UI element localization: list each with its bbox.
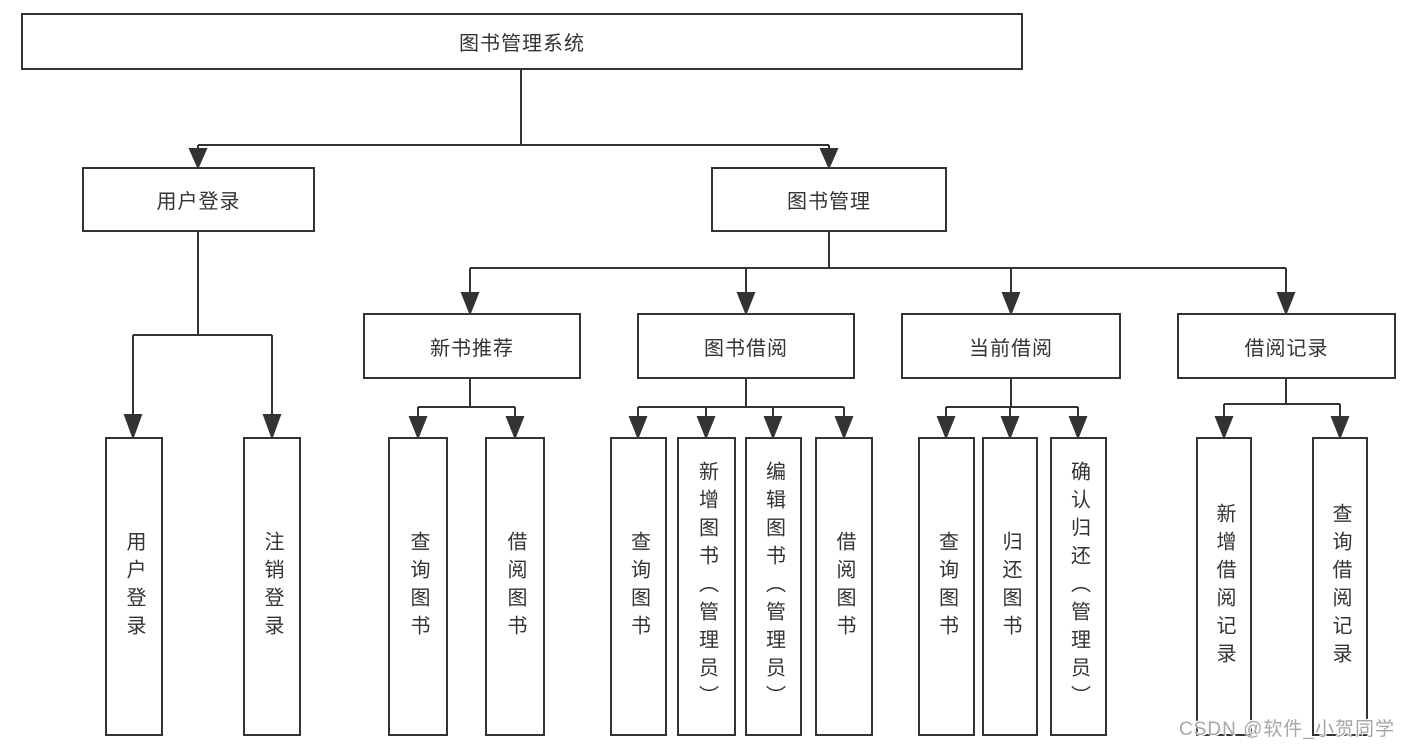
connector-new-book-recommend-children xyxy=(408,379,525,440)
arrowhead xyxy=(1068,416,1088,440)
connector-borrow-records-children xyxy=(1214,379,1350,440)
arrowhead xyxy=(262,414,282,440)
leaf-query-borrow-record: 查询借阅记录 xyxy=(1312,437,1368,736)
node-book-management: 图书管理 xyxy=(711,167,947,232)
leaf-confirm-return-admin: 确认归还（管理员） xyxy=(1050,437,1107,736)
arrowhead xyxy=(460,292,480,316)
leaf-borrow-books-recommend: 借阅图书 xyxy=(485,437,545,736)
node-book-borrowing: 图书借阅 xyxy=(637,313,855,379)
arrowhead xyxy=(505,416,525,440)
arrowhead xyxy=(1214,416,1234,440)
leaf-query-books-borrowing: 查询图书 xyxy=(610,437,667,736)
leaf-edit-book-admin: 编辑图书（管理员） xyxy=(745,437,802,736)
connector-book-borrowing-children xyxy=(628,379,854,440)
connector-book-management-children xyxy=(460,232,1296,316)
arrowhead xyxy=(1001,292,1021,316)
leaf-add-book-admin: 新增图书（管理员） xyxy=(677,437,736,736)
node-root: 图书管理系统 xyxy=(21,13,1023,70)
leaf-add-borrow-record: 新增借阅记录 xyxy=(1196,437,1252,736)
leaf-query-books-recommend: 查询图书 xyxy=(388,437,448,736)
arrowhead xyxy=(936,416,956,440)
node-current-borrowing: 当前借阅 xyxy=(901,313,1121,379)
arrowhead xyxy=(834,416,854,440)
arrowhead xyxy=(1000,416,1020,440)
leaf-user-login: 用户登录 xyxy=(105,437,163,736)
arrowhead xyxy=(123,414,143,440)
connector-root-to-level2 xyxy=(188,70,839,170)
leaf-return-book: 归还图书 xyxy=(982,437,1038,736)
arrowhead xyxy=(1330,416,1350,440)
leaf-query-books-current: 查询图书 xyxy=(918,437,975,736)
leaf-borrow-books: 借阅图书 xyxy=(815,437,873,736)
connector-user-login-children xyxy=(123,232,282,440)
arrowhead xyxy=(408,416,428,440)
arrowhead xyxy=(188,148,208,170)
arrowhead xyxy=(1276,292,1296,316)
node-new-book-recommend: 新书推荐 xyxy=(363,313,581,379)
connector-current-borrowing-children xyxy=(936,379,1088,440)
arrowhead xyxy=(736,292,756,316)
csdn-watermark: CSDN @软件_小贺同学 xyxy=(1179,719,1395,740)
node-borrow-records: 借阅记录 xyxy=(1177,313,1396,379)
node-user-login: 用户登录 xyxy=(82,167,315,232)
arrowhead xyxy=(819,148,839,170)
arrowhead xyxy=(696,416,716,440)
arrowhead xyxy=(763,416,783,440)
arrowhead xyxy=(628,416,648,440)
leaf-logout: 注销登录 xyxy=(243,437,301,736)
